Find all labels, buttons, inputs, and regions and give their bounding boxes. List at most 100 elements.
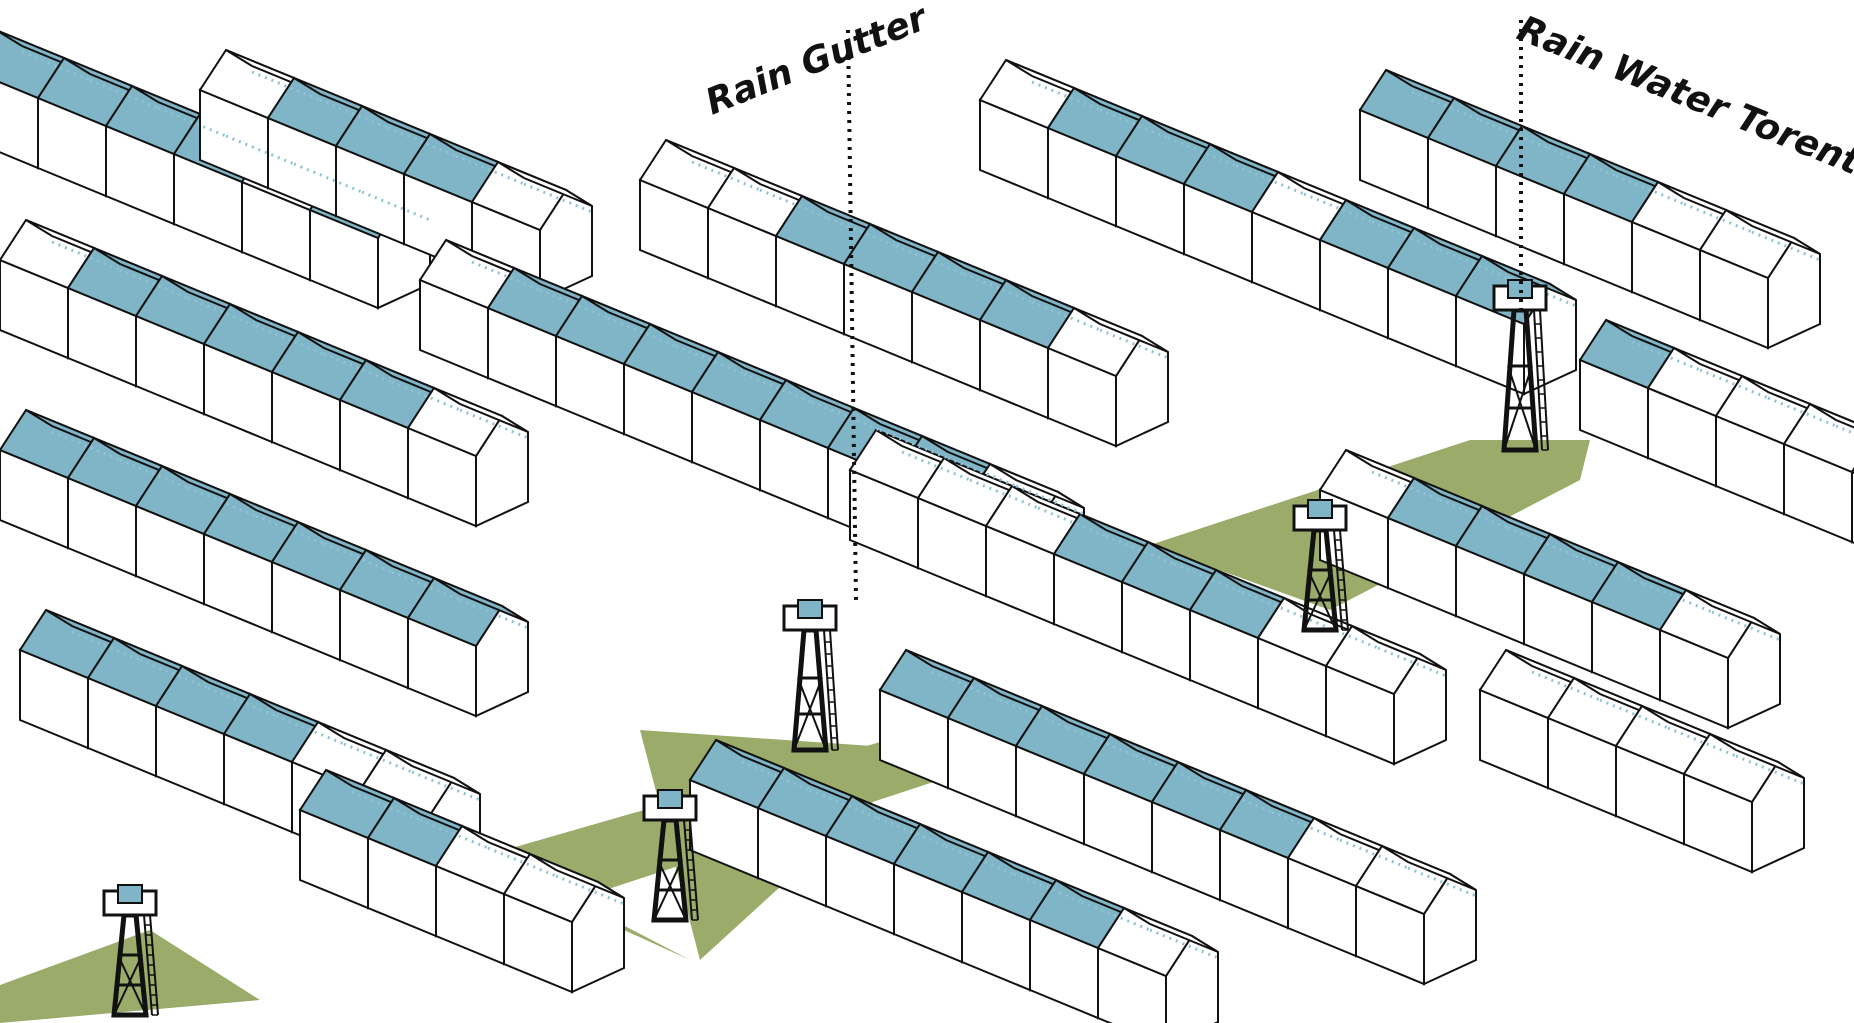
rain-gutter — [1339, 838, 1409, 870]
rain-gutter — [811, 400, 881, 432]
rain-gutter — [187, 486, 257, 518]
rain-gutter-label: Rain Gutter — [700, 0, 935, 123]
rain-gutter — [963, 272, 1033, 304]
rain-gutter — [1643, 582, 1713, 614]
rain-gutter — [539, 288, 609, 320]
house-roof — [1351, 625, 1447, 671]
house — [1324, 624, 1447, 766]
rain-gutter — [1099, 328, 1169, 360]
water-tower — [1492, 279, 1549, 453]
rain-gutter — [343, 742, 413, 774]
rain-gutter — [877, 816, 947, 848]
house — [502, 852, 625, 994]
house — [1658, 588, 1781, 730]
rain-gutter — [1167, 136, 1237, 168]
rain-gutter — [607, 316, 677, 348]
rain-gutter — [255, 324, 325, 356]
rain-gutter — [1711, 610, 1781, 642]
house-roof — [385, 749, 481, 795]
rain-gutter — [1235, 164, 1305, 196]
rain-gutter — [1371, 470, 1441, 502]
rain-gutter — [1699, 368, 1769, 400]
rain-gutter — [387, 126, 457, 158]
rain-gutter — [1031, 80, 1101, 112]
rain-gutter — [827, 216, 897, 248]
house — [406, 386, 529, 528]
rain-gutter — [947, 456, 1017, 488]
rain-gutter — [255, 514, 325, 546]
house — [1682, 732, 1805, 874]
rain-gutter — [1203, 782, 1273, 814]
rain-gutter — [21, 50, 91, 82]
rain-gutter — [1371, 220, 1441, 252]
rain-gutter — [555, 874, 625, 906]
rain-gutter — [691, 160, 761, 192]
rain-gutter — [319, 98, 389, 130]
rain-gutter — [1531, 670, 1601, 702]
house — [1454, 254, 1577, 396]
house-roof — [497, 161, 593, 207]
rain-gutter — [759, 188, 829, 220]
rain-gutter — [1309, 618, 1379, 650]
water-tank — [1507, 279, 1533, 299]
house-roof — [529, 853, 625, 899]
rain-gutter — [675, 344, 745, 376]
rain-gutter — [293, 162, 363, 194]
rain-gutter — [1037, 506, 1107, 538]
rain-gutter — [351, 790, 421, 822]
rain-gutter — [1751, 230, 1821, 262]
house-roof — [1809, 403, 1854, 429]
water-tower — [1292, 499, 1349, 633]
rain-gutter — [1439, 248, 1509, 280]
rain-gutter — [1241, 590, 1311, 622]
rain-gutter — [455, 154, 525, 186]
house — [1698, 208, 1821, 350]
rain-gutter — [275, 714, 345, 746]
rain-gutter — [119, 268, 189, 300]
rain-gutter — [1575, 554, 1645, 586]
rain-gutter — [1135, 754, 1205, 786]
water-tank — [657, 789, 683, 809]
rain-gutter — [1303, 192, 1373, 224]
rain-gutter-lines — [21, 50, 1854, 960]
rain-gutter — [459, 408, 529, 440]
rain-gutter — [251, 70, 321, 102]
rain-gutter — [1173, 562, 1243, 594]
rain-gutter — [1547, 146, 1617, 178]
house-roof — [433, 387, 529, 433]
house — [1096, 906, 1219, 1023]
house-roof — [1725, 209, 1821, 255]
rain-gutter — [411, 770, 481, 802]
water-tower — [782, 599, 839, 753]
rain-gutter — [523, 182, 593, 214]
rain-gutter — [323, 542, 393, 574]
rain-gutter — [743, 372, 813, 404]
rain-gutter — [1411, 90, 1481, 122]
rain-gutter — [1439, 498, 1509, 530]
house-roof — [1685, 589, 1781, 635]
rain-gutter — [323, 352, 393, 384]
rain-gutter — [119, 458, 189, 490]
rain-gutter — [51, 240, 121, 272]
rain-gutter — [71, 630, 141, 662]
rain-gutter — [1099, 108, 1169, 140]
rain-gutter — [459, 598, 529, 630]
rain-gutter — [187, 296, 257, 328]
rain-gutter — [809, 788, 879, 820]
rain-gutter — [901, 450, 971, 482]
rain-gutter — [1067, 726, 1137, 758]
rain-gutter — [1667, 726, 1737, 758]
rain-gutter — [1377, 646, 1447, 678]
water-tower — [642, 789, 699, 923]
rain-gutter — [391, 380, 461, 412]
rain-gutter — [1013, 872, 1083, 904]
rain-gutter — [1479, 118, 1549, 150]
rain-gutter — [207, 686, 277, 718]
house — [1354, 844, 1477, 986]
house-roof — [1123, 907, 1219, 953]
rain-gutter — [225, 134, 295, 166]
rain-gutter — [1615, 174, 1685, 206]
house-roof — [1073, 307, 1169, 353]
rain-gutter — [419, 818, 489, 850]
rain-gutter — [1599, 698, 1669, 730]
